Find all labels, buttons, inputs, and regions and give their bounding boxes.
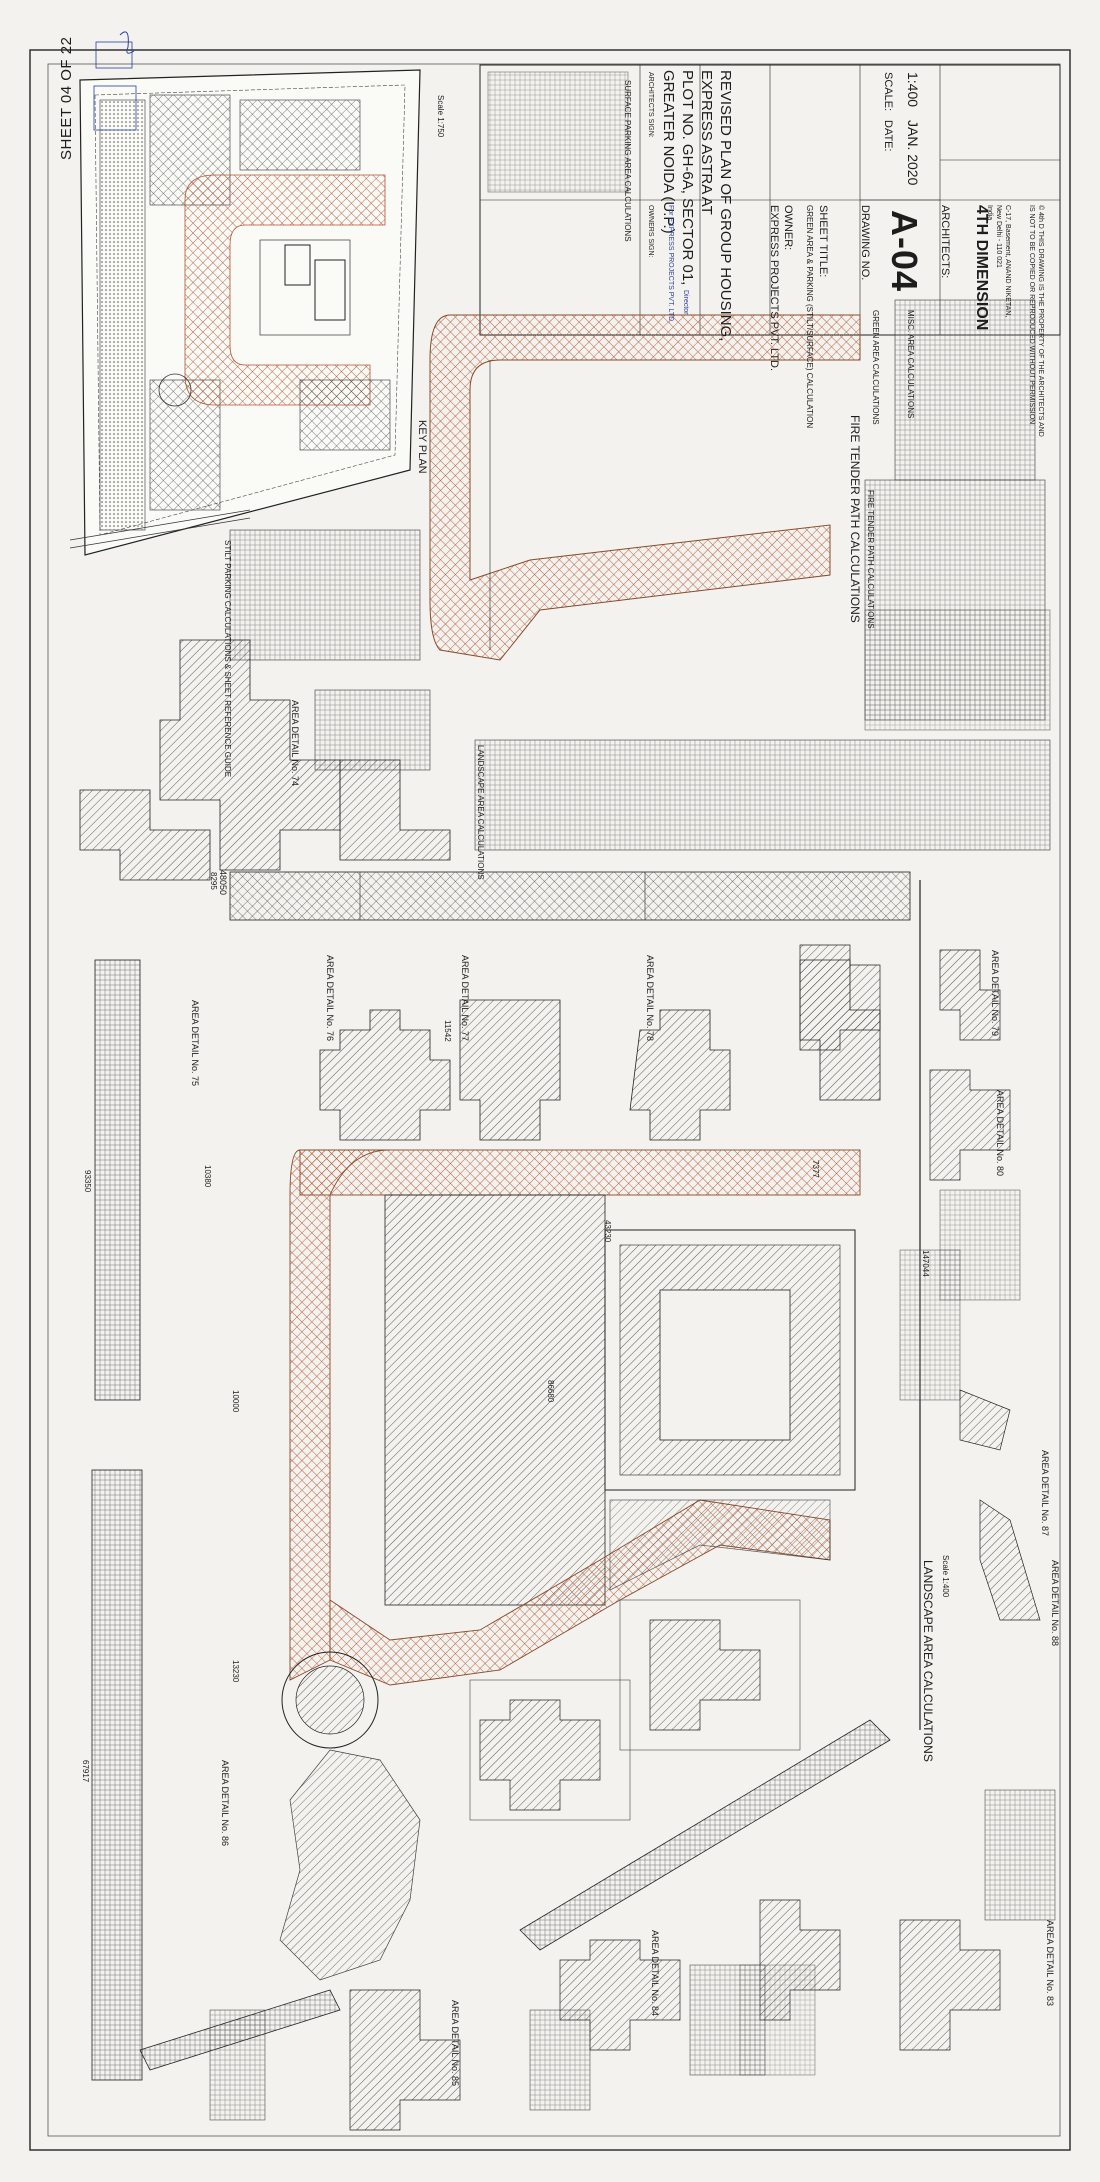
area-detail-78-label: AREA DETAIL No. 78 [645, 955, 655, 1042]
stilt-parking-table [229, 529, 421, 661]
sheet-title-block: SHEET TITLE: GREEN AREA & PARKING (STILT… [802, 205, 830, 428]
key-plan-scale: Scale 1:750 [436, 95, 445, 138]
dimension-d6: 11542 [443, 1020, 452, 1042]
area-detail-74-label: AREA DETAIL No. 74 [290, 700, 300, 787]
area-detail-83-label: AREA DETAIL No. 83 [1045, 1920, 1055, 2007]
firm-address-line-2: New Delhi - 110 021 [995, 205, 1002, 268]
firm-address: C-17, Basement, ANAND NIKETAN, New Delhi… [985, 205, 1012, 317]
dimension-d2: 13230 [231, 1660, 240, 1683]
architects-label: ARCHITECTS: [939, 205, 951, 279]
date-label: DATE: [882, 120, 894, 152]
drawing-no: A-04 [884, 210, 925, 293]
area-detail-79-label: AREA DETAIL No. 79 [990, 950, 1000, 1037]
owner-label: OWNER: [782, 205, 794, 251]
area-detail-87-label: AREA DETAIL No. 87 [1040, 1450, 1050, 1537]
green-area-table-title: GREEN AREA CALCULATIONS [871, 310, 880, 425]
right-area-details [209, 944, 1056, 2131]
area-detail-74-75 [79, 639, 451, 881]
architects-sign-label: ARCHITECTS SIGN: [647, 72, 654, 138]
dimension-d1: 10000 [231, 1390, 240, 1413]
landscape-area-table-title: LANDSCAPE AREA CALCULATIONS [476, 745, 485, 880]
dimension-top-total: 48050 [218, 870, 228, 896]
landscape-area-calc-title: LANDSCAPE AREA CALCULATIONS [921, 1560, 935, 1762]
scale-label: SCALE: [882, 72, 894, 112]
fire-tender-table-title: FIRE TENDER PATH CALCULATIONS [866, 490, 875, 629]
project-title-line-2: EXPRESS ASTRA AT [698, 70, 715, 215]
area-detail-88-label: AREA DETAIL No. 88 [1050, 1560, 1060, 1647]
dimension-d5: 8295 [209, 872, 218, 890]
approval-stamp [93, 31, 137, 131]
drawing-no-label: DRAWING NO. [859, 205, 871, 281]
area-detail-76-label: AREA DETAIL No. 76 [325, 955, 335, 1042]
area-detail-85-label: AREA DETAIL No. 85 [450, 2000, 460, 2087]
area-detail-77-label: AREA DETAIL No. 77 [460, 955, 470, 1042]
main-site-plan [91, 871, 921, 2081]
copyright-line-2: IS NOT TO BE COPIED OR REPRODUCED WITHOU… [1028, 205, 1035, 425]
dimension-central: 86680 [546, 1380, 555, 1403]
dimension-mid: 43230 [603, 1220, 612, 1243]
area-detail-86-label: AREA DETAIL No. 86 [220, 1760, 230, 1847]
owner-name: EXPRESS PROJECTS PVT. LTD. [768, 205, 780, 372]
dimension-d3: 10380 [203, 1165, 212, 1188]
scale-value: 1:400 [905, 72, 921, 108]
sheet-number-label: SHEET 04 OF 22 [58, 36, 75, 160]
dimension-right-long: 147044 [921, 1250, 930, 1277]
outer-border [29, 49, 1071, 2151]
inner-border [47, 63, 1061, 2137]
sheet-title: GREEN AREA & PARKING (STILT/SURFACE) CAL… [805, 205, 814, 429]
firm-address-line-3: India [986, 205, 993, 221]
sheet-title-label: SHEET TITLE: [817, 205, 829, 278]
surface-parking-table-title: SURFACE PARKING AREA CALCULATIONS [623, 80, 632, 242]
owners-sign-label: OWNERS SIGN: [647, 205, 654, 258]
fire-tender-path-plan [429, 314, 861, 661]
signatory-role: Director [682, 290, 689, 315]
area-detail-75-label: AREA DETAIL No. 75 [190, 1000, 200, 1087]
fire-tender-path-title: FIRE TENDER PATH CALCULATIONS [848, 415, 862, 623]
copyright-line-1: © 4th D THIS DRAWING IS THE PROPERTY OF … [1037, 205, 1044, 437]
signatory-company: For EXPRESS PROJECTS PVT. LTD. [667, 205, 674, 324]
owner-block: OWNER: EXPRESS PROJECTS PVT. LTD. [767, 205, 795, 371]
date-value: JAN. 2020 [905, 120, 921, 186]
firm-address-line-1: C-17, Basement, ANAND NIKETAN, [1004, 205, 1011, 318]
calculation-tables [314, 299, 1051, 851]
area-detail-84-label: AREA DETAIL No. 84 [650, 1930, 660, 2017]
dimension-left-long-2: 67917 [81, 1760, 90, 1783]
stilt-parking-table-title: STILT PARKING CALCULATIONS & SHEET REFER… [223, 540, 232, 778]
dimension-left-long: 93350 [83, 1170, 92, 1193]
key-plan-label: KEY PLAN [416, 420, 428, 474]
dimension-d4: 7377 [811, 1160, 820, 1178]
key-plan [69, 69, 421, 556]
title-block [479, 64, 1061, 336]
misc-area-table-title: MISC. AREA CALCULATIONS [906, 310, 915, 419]
copyright-note: © 4th D THIS DRAWING IS THE PROPERTY OF … [1027, 205, 1045, 437]
project-title-line-1: REVISED PLAN OF GROUP HOUSING, [717, 70, 734, 342]
area-detail-80-label: AREA DETAIL No. 80 [995, 1090, 1005, 1177]
landscape-scale-label: Scale 1:400 [941, 1555, 950, 1598]
